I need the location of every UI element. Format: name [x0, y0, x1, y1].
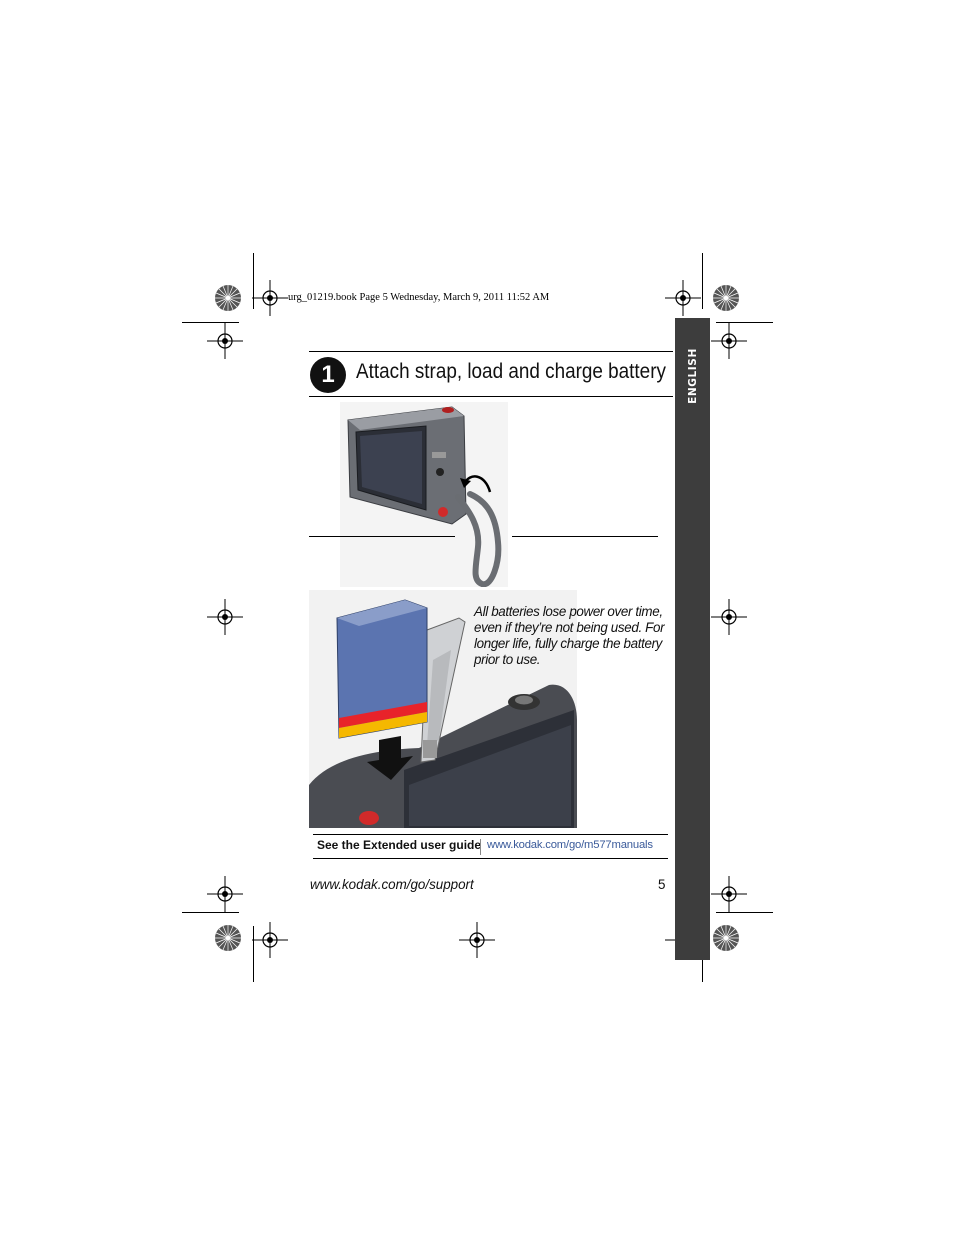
print-slug-header: urg_01219.book Page 5 Wednesday, March 9… — [288, 292, 550, 303]
crop-mark-line — [702, 253, 703, 309]
section-title: Attach strap, load and charge battery — [356, 360, 666, 383]
page-number: 5 — [658, 877, 666, 892]
illustration-divider-left — [309, 536, 455, 537]
guide-divider — [480, 839, 481, 855]
crop-mark-line — [182, 322, 239, 323]
registration-mark-icon — [459, 922, 495, 958]
crop-mark-line — [716, 322, 773, 323]
starburst-target-icon — [713, 285, 739, 311]
registration-mark-icon — [711, 876, 747, 912]
support-link[interactable]: www.kodak.com/go/support — [310, 877, 474, 892]
battery-loading-illustration — [309, 590, 577, 828]
crop-mark-line — [253, 253, 254, 309]
language-tab-label-box: ENGLISH — [675, 318, 710, 458]
registration-mark-icon — [207, 323, 243, 359]
registration-mark-icon — [711, 323, 747, 359]
crop-mark-line — [253, 926, 254, 982]
battery-note-text: All batteries lose power over time, even… — [474, 604, 665, 667]
guide-bottom-rule — [313, 858, 668, 859]
registration-mark-icon — [711, 599, 747, 635]
registration-mark-icon — [252, 280, 288, 316]
step-number-badge: 1 — [310, 357, 346, 393]
registration-mark-icon — [207, 599, 243, 635]
starburst-target-icon — [713, 925, 739, 951]
registration-mark-icon — [665, 280, 701, 316]
section-bottom-rule — [309, 396, 673, 397]
crop-mark-line — [182, 912, 239, 913]
section-top-rule — [309, 351, 673, 352]
registration-mark-icon — [252, 922, 288, 958]
registration-mark-icon — [207, 876, 243, 912]
extended-guide-label: See the Extended user guide — [317, 838, 482, 852]
guide-top-rule — [313, 834, 668, 835]
starburst-target-icon — [215, 925, 241, 951]
crop-mark-line — [716, 912, 773, 913]
camera-strap-illustration — [340, 402, 508, 587]
extended-guide-link[interactable]: www.kodak.com/go/m577manuals — [487, 839, 653, 851]
starburst-target-icon — [215, 285, 241, 311]
illustration-divider-right — [512, 536, 658, 537]
language-side-tab — [675, 318, 710, 960]
language-tab-label: ENGLISH — [686, 348, 699, 404]
